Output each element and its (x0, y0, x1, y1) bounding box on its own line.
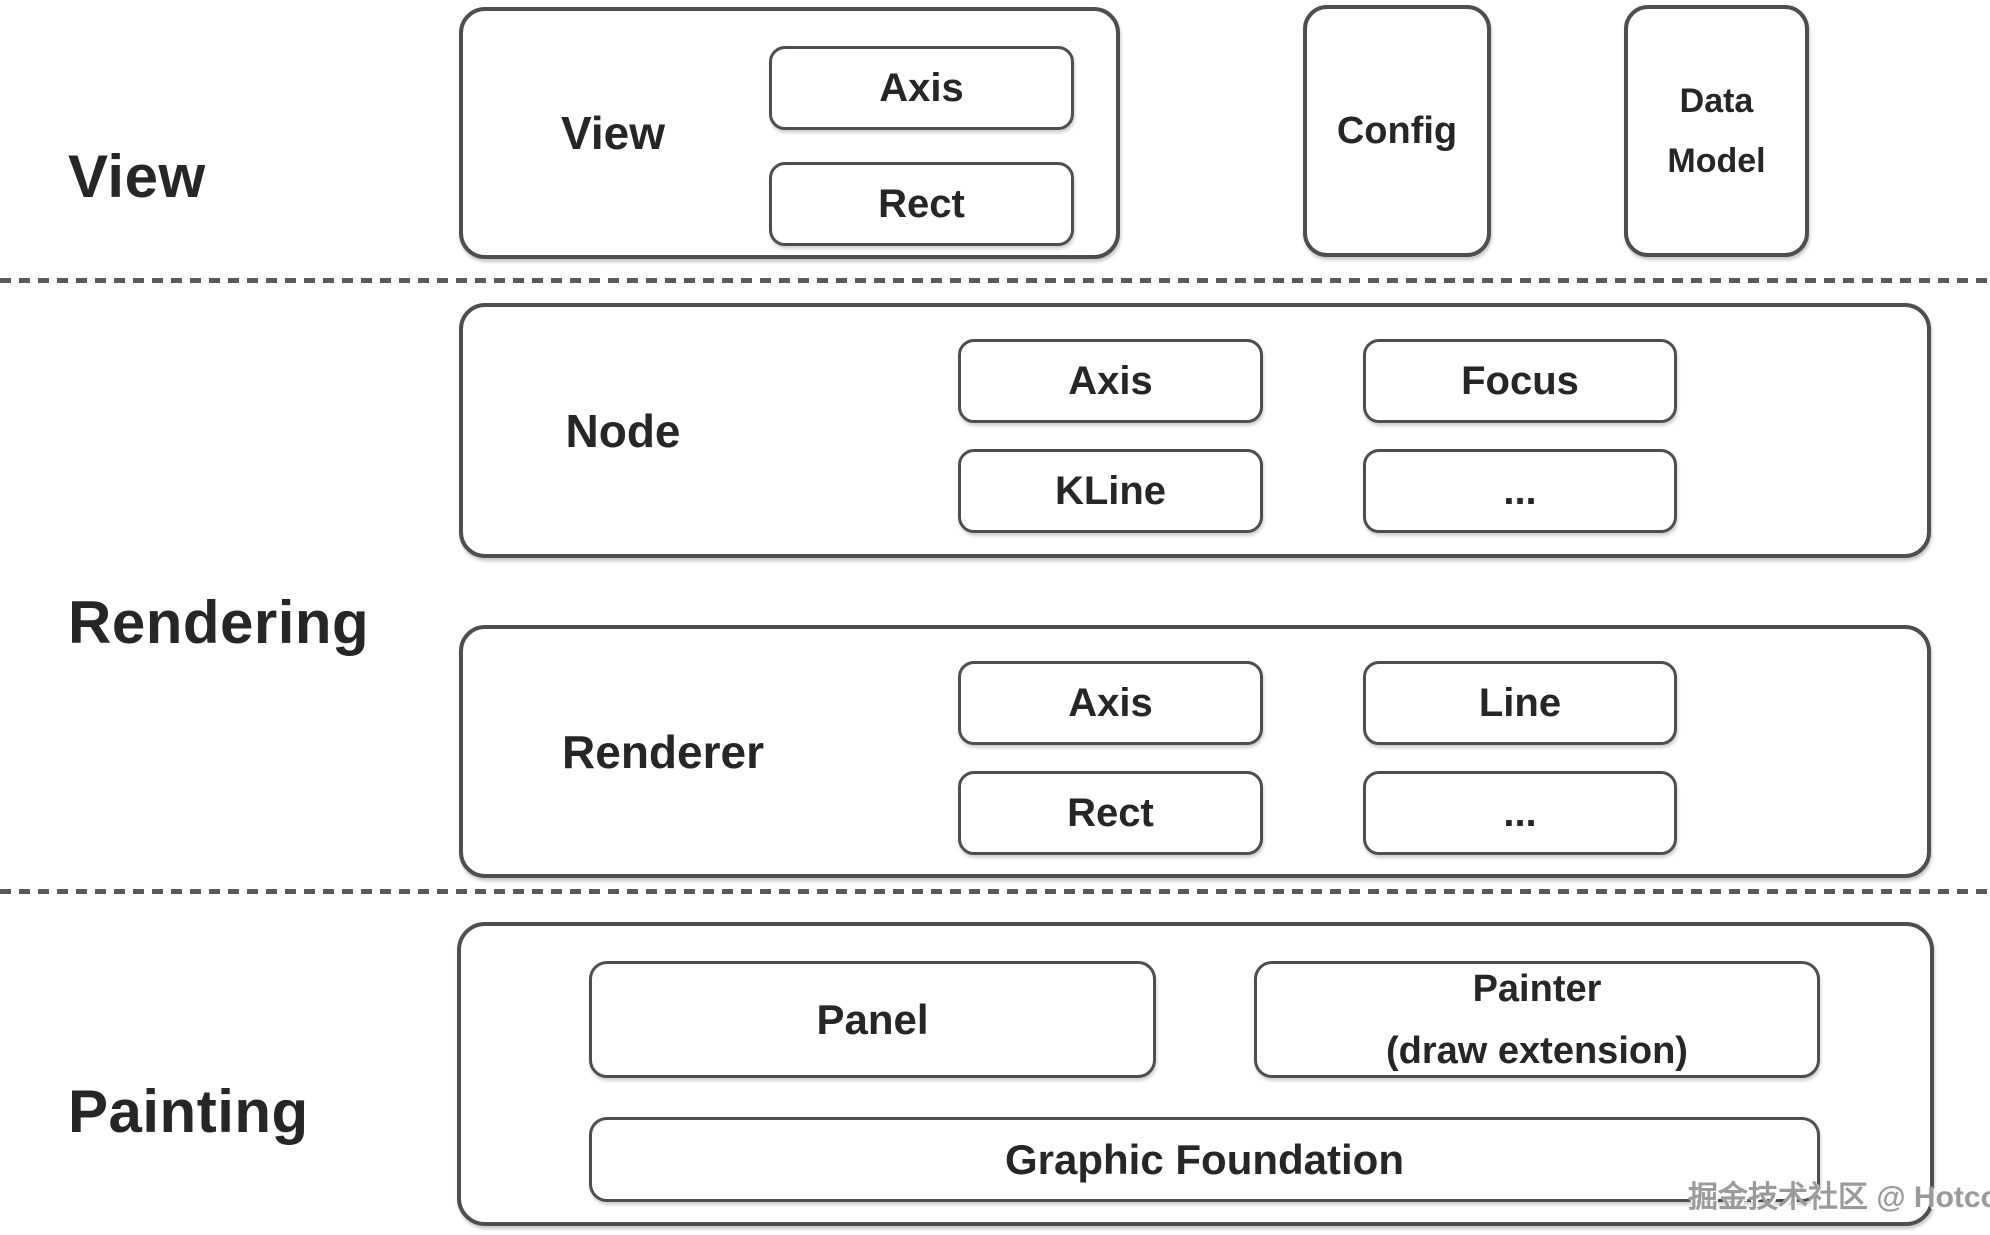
config-box: Config (1303, 5, 1491, 257)
view-box-title: View (561, 107, 665, 159)
view-rect-chip: Rect (769, 162, 1074, 246)
layer-separator-rendering-painting (0, 889, 1990, 894)
section-label-view: View (68, 143, 206, 210)
data-model-label-line2: Model (1667, 142, 1766, 180)
node-ellipsis-chip: ... (1363, 449, 1677, 533)
view-axis-chip: Axis (769, 46, 1074, 130)
data-model-label-line1: Data (1679, 82, 1754, 120)
renderer-rect-chip: Rect (958, 771, 1263, 855)
graphic-foundation-box: Graphic Foundation (589, 1117, 1820, 1202)
renderer-box-title: Renderer (562, 725, 764, 778)
painter-label-line2: (draw extension) (1386, 1029, 1688, 1072)
panel-box: Panel (589, 961, 1156, 1078)
node-axis-chip: Axis (958, 339, 1263, 423)
painter-box: Painter (draw extension) (1254, 961, 1820, 1078)
node-focus-chip: Focus (1363, 339, 1677, 423)
renderer-ellipsis-chip: ... (1363, 771, 1677, 855)
node-container-box: Node Axis KLine Focus ... (459, 303, 1931, 558)
painting-container-box: Panel Painter (draw extension) Graphic F… (457, 922, 1934, 1226)
config-box-label: Config (1336, 110, 1458, 152)
renderer-container-box: Renderer Axis Rect Line ... (459, 625, 1931, 878)
section-label-painting: Painting (68, 1078, 309, 1145)
renderer-axis-chip: Axis (958, 661, 1263, 745)
watermark: 掘金技术社区 @ Hotcool (1688, 1181, 1990, 1214)
node-box-title: Node (565, 404, 681, 457)
painter-label-line1: Painter (1472, 967, 1602, 1010)
section-label-rendering: Rendering (68, 589, 370, 656)
renderer-line-chip: Line (1363, 661, 1677, 745)
layer-separator-view-rendering (0, 278, 1990, 283)
data-model-box: Data Model (1624, 5, 1809, 257)
view-container-box: View Axis Rect (459, 7, 1120, 259)
node-kline-chip: KLine (958, 449, 1263, 533)
